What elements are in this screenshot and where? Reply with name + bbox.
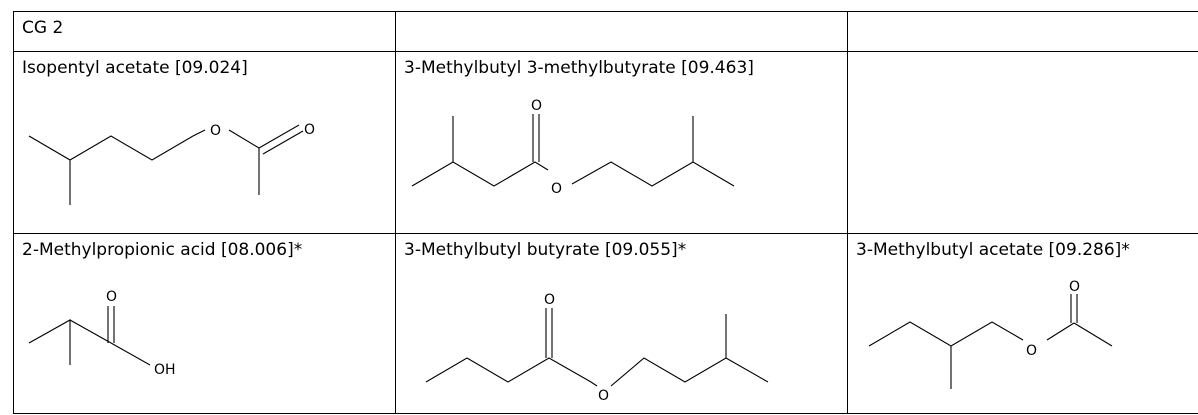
atom-label: O (551, 181, 562, 197)
atom-label: O (1069, 279, 1080, 295)
compound-cell: 3-Methylbutyl acetate [09.286]* O O (847, 233, 1198, 414)
header-cell-group: CG 2 (13, 11, 396, 52)
atom-label: O (304, 122, 315, 138)
compound-name: 2-Methylpropionic acid [08.006]* (22, 240, 303, 260)
compound-name: 3-Methylbutyl 3-methylbutyrate [09.463] (404, 58, 754, 78)
atom-label: O (210, 123, 221, 139)
compound-name: 3-Methylbutyl acetate [09.286]* (856, 240, 1130, 260)
compound-cell: 2-Methylpropionic acid [08.006]* O OH (13, 233, 396, 414)
compound-cell: 3-Methylbutyl 3-methylbutyrate [09.463] … (395, 51, 848, 234)
atom-label: O (598, 388, 609, 404)
compound-table: CG 2 Isopentyl acetate [09.024] O O 3-Me… (13, 11, 1198, 414)
structure-methylbutyl-butyrate-icon: O O (425, 292, 769, 404)
header-cell-empty (847, 11, 1198, 52)
compound-name: 3-Methylbutyl butyrate [09.055]* (404, 240, 687, 260)
structure-methylpropionic-acid-icon: O OH (28, 289, 176, 378)
compound-cell (847, 51, 1198, 234)
compound-cell: Isopentyl acetate [09.024] O O (13, 51, 396, 234)
atom-label: O (1026, 343, 1037, 359)
atom-label: O (544, 292, 555, 308)
structure-methylbutyl-methylbutyrate-icon: O O (411, 98, 735, 197)
compound-name: Isopentyl acetate [09.024] (22, 58, 248, 78)
compound-cell: 3-Methylbutyl butyrate [09.055]* O O (395, 233, 848, 414)
atom-label: O (531, 98, 542, 114)
atom-label: OH (154, 362, 176, 378)
structure-isopentyl-acetate-icon: O O (28, 122, 315, 205)
header-cell-empty (395, 11, 848, 52)
group-label: CG 2 (22, 18, 64, 38)
structure-methylbutyl-acetate-icon: O O (868, 279, 1113, 389)
atom-label: O (106, 289, 117, 305)
